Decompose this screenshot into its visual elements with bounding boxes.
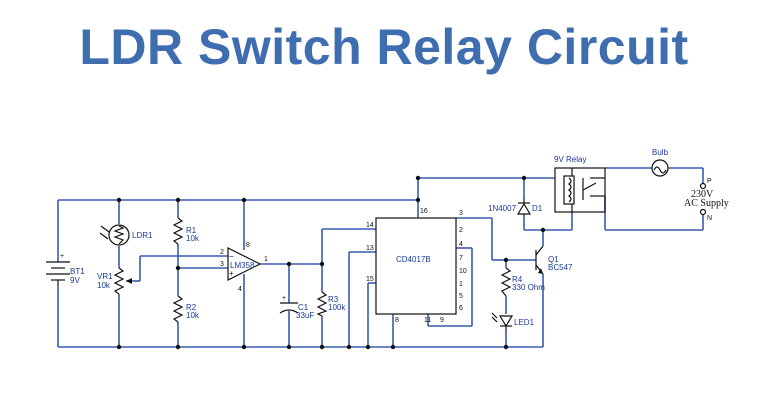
bt1-ref: BT1 (70, 267, 85, 276)
r3-value: 100k (328, 303, 346, 312)
relay-9v: 9V Relay (554, 155, 606, 213)
vr1-value: 10k (97, 281, 111, 290)
svg-text:+: + (282, 295, 286, 302)
r2-ref: R2 (186, 303, 197, 312)
resistor-r1: R1 10k (172, 217, 200, 245)
cd4017b-pin-6: 6 (459, 305, 463, 312)
supply-voltage: 230V (691, 189, 714, 200)
lm358-pin-4: 4 (238, 286, 242, 293)
r2-value: 10k (186, 311, 200, 320)
wires (57, 167, 704, 348)
potentiometer-vr1: VR1 10k (97, 267, 132, 295)
r3-ref: R3 (328, 295, 339, 304)
led1-ref: LED1 (514, 318, 535, 327)
q1-ref: Q1 (548, 255, 559, 264)
lm358-pin-3: 3 (220, 261, 224, 268)
diagram-title: LDR Switch Relay Circuit (79, 19, 689, 75)
cd4017b-pin-15: 15 (366, 276, 374, 283)
svg-text:+: + (60, 253, 64, 260)
supply-p: P (707, 178, 712, 185)
c1-ref: C1 (298, 303, 309, 312)
r1-value: 10k (186, 234, 200, 243)
ldr1-ref: LDR1 (132, 231, 153, 240)
cd4017b-pin-7: 7 (459, 255, 463, 262)
transistor-q1: Q1 BC547 (535, 245, 573, 275)
cd4017b-pin-10: 10 (459, 268, 467, 275)
r4-value: 330 Ohm (512, 283, 545, 292)
lm358-pin-8: 8 (246, 242, 250, 249)
resistor-r2: R2 10k (172, 295, 200, 323)
cd4017b-pin-5: 5 (459, 293, 463, 300)
opamp-lm358: − + LM358 2 3 8 4 1 (220, 242, 268, 293)
q1-value: BC547 (548, 263, 573, 272)
cd4017b-pin-4: 4 (459, 241, 463, 248)
capacitor-c1: + C1 33uF (279, 295, 314, 320)
resistor-r4: R4 330 Ohm (500, 267, 545, 297)
bt1-value: 9V (70, 276, 80, 285)
cd4017b-pin-16: 16 (420, 208, 428, 215)
battery-bt1: + BT1 9V (46, 253, 85, 286)
d1-ref: D1 (532, 204, 543, 213)
r4-ref: R4 (512, 275, 523, 284)
r1-ref: R1 (186, 226, 197, 235)
cd4017b-ref: CD4017B (396, 255, 431, 264)
cd4017b-pin-14: 14 (366, 222, 374, 229)
ldr-ldr1: LDR1 (99, 224, 153, 246)
ic-cd4017b: CD4017B 16 14 13 15 8 3 2 4 7 10 1 5 6 9… (366, 208, 467, 324)
bulb: Bulb (651, 148, 669, 177)
resistor-r3: R3 100k (316, 291, 346, 317)
supply-label: AC Supply (684, 198, 729, 209)
vr1-ref: VR1 (97, 272, 113, 281)
d1-value: 1N4007 (488, 204, 517, 213)
lm358-pin-2: 2 (220, 249, 224, 256)
diode-d1: 1N4007 D1 (488, 198, 543, 215)
junction-dots (116, 175, 546, 350)
cd4017b-pin-13: 13 (366, 245, 374, 252)
ac-supply: P N 230V AC Supply (684, 178, 729, 222)
cd4017b-pin-11: 11 (424, 317, 431, 324)
lm358-ref: LM358 (230, 261, 255, 270)
c1-value: 33uF (296, 311, 314, 320)
bulb-ref: Bulb (652, 148, 669, 157)
cd4017b-pin-1: 1 (459, 281, 463, 288)
svg-text:−: − (229, 252, 234, 261)
cd4017b-pin-3: 3 (459, 210, 463, 217)
svg-text:+: + (229, 269, 234, 278)
cd4017b-pin-2: 2 (459, 227, 463, 234)
lm358-pin-1: 1 (264, 256, 268, 263)
relay-ref: 9V Relay (554, 155, 586, 164)
cd4017b-pin-8: 8 (395, 317, 399, 324)
cd4017b-pin-9: 9 (440, 317, 444, 324)
supply-n: N (707, 215, 712, 222)
led-led1: LED1 (491, 312, 535, 332)
